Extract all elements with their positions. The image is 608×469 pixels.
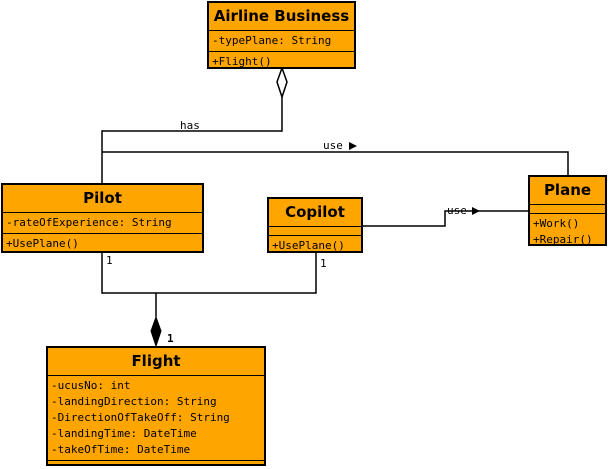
operation: +Flight() [212,55,272,68]
use-side-label: use [447,204,467,217]
class-plane-name: Plane [530,177,605,205]
class-airline-business-operations: +Flight() [209,52,354,72]
attribute: -typePlane: String [212,34,332,47]
class-airline-business-attributes: -typePlane: String [209,31,354,52]
attribute: -landingTime: DateTime [51,427,197,440]
class-airline-business-name: Airline Business [209,3,354,31]
operation: +UsePlane() [272,239,345,252]
class-pilot-operations: +UsePlane() [3,234,202,254]
attribute: -rateOfExperience: String [6,216,172,229]
class-copilot-attributes [269,227,361,236]
class-flight[interactable]: Flight -ucusNo: int -landingDirection: S… [46,346,266,466]
copilot-multiplicity: 1 [320,257,327,270]
class-copilot[interactable]: Copilot +UsePlane() [267,197,363,253]
class-flight-name: Flight [48,348,264,376]
use-side-arrow-icon [472,207,480,215]
flight-multiplicity: 1 [167,332,174,345]
pilot-plane-use-line [102,151,569,176]
class-airline-business[interactable]: Airline Business -typePlane: String +Fli… [207,1,356,69]
attribute: -takeOfTime: DateTime [51,443,191,456]
class-flight-operations [48,461,264,469]
operation: +Repair() [533,233,593,246]
class-pilot-name: Pilot [3,185,202,213]
class-plane[interactable]: Plane +Work() +Repair() [528,175,607,246]
pilot-flight-line [101,253,156,294]
attribute: -landingDirection: String [51,395,217,408]
use-top-label: use [323,139,343,152]
class-plane-attributes [530,205,605,214]
pilot-multiplicity: 1 [106,254,113,267]
class-flight-attributes: -ucusNo: int -landingDirection: String -… [48,376,264,461]
has-label: has [180,119,200,132]
class-copilot-operations: +UsePlane() [269,236,361,256]
attribute: -DirectionOfTakeOff: String [51,411,230,424]
class-plane-operations: +Work() +Repair() [530,214,605,250]
class-pilot[interactable]: Pilot -rateOfExperience: String +UsePlan… [1,183,204,253]
attribute: -ucusNo: int [51,379,131,392]
composition-diamond-icon [150,315,162,348]
operation: +Work() [533,217,580,230]
operation: +UsePlane() [6,237,79,250]
aggregation-diamond-icon [276,65,288,100]
has-association-line [101,97,283,185]
class-copilot-name: Copilot [269,199,361,227]
use-top-arrow-icon [349,142,357,150]
copilot-flight-line [156,253,317,294]
copilot-plane-use-line [363,210,529,227]
class-pilot-attributes: -rateOfExperience: String [3,213,202,234]
